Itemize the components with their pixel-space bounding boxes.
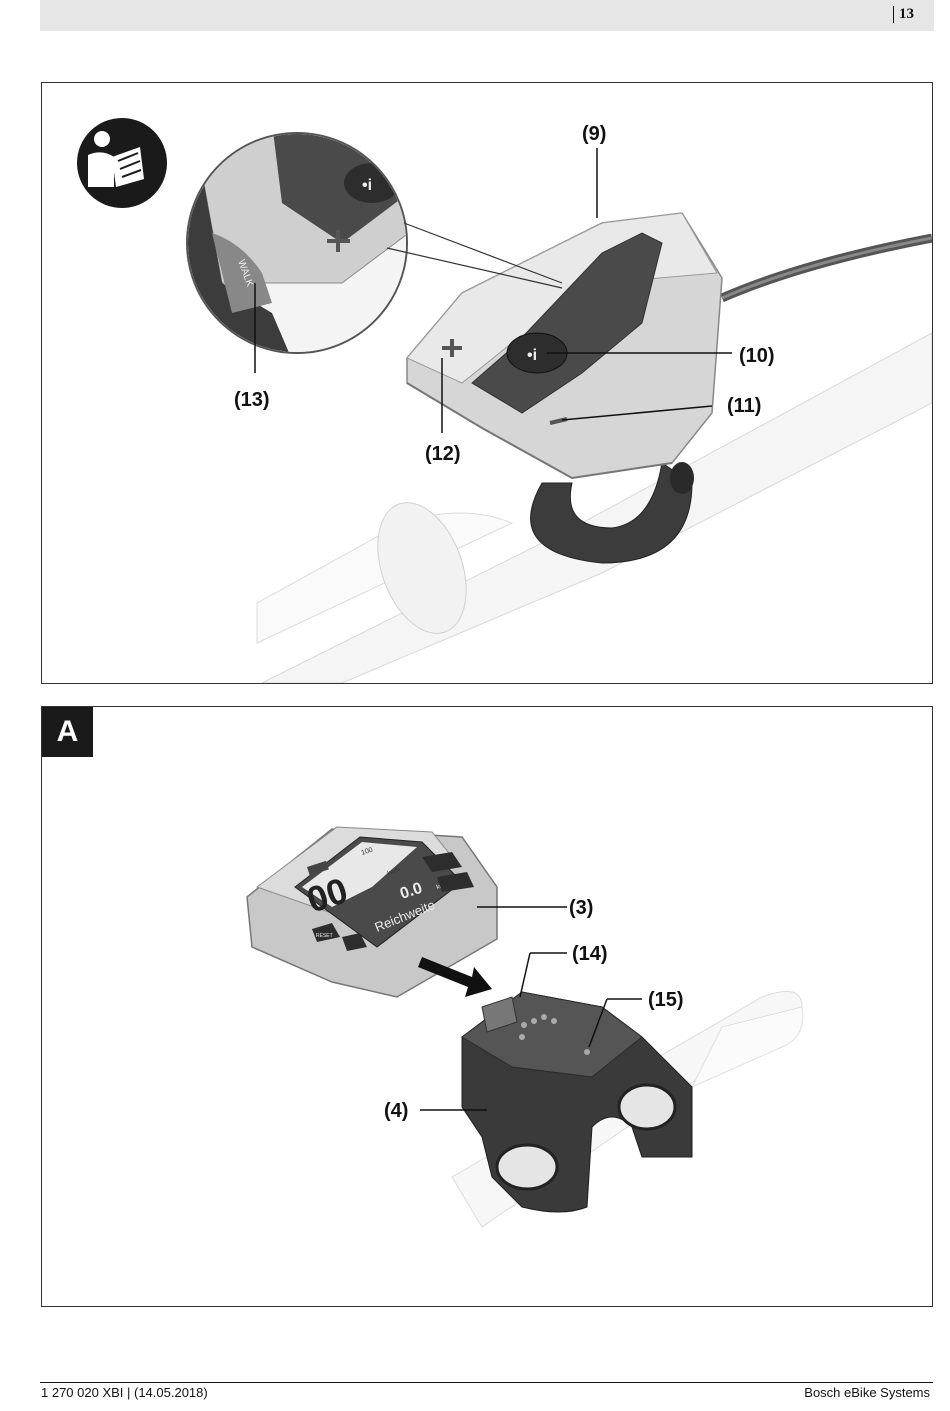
callout-4: (4): [384, 1100, 409, 1122]
footer-document-id: 1 270 020 XBI | (14.05.2018): [41, 1385, 208, 1400]
callout-3: (3): [569, 897, 594, 919]
figure-control-unit: •i •i WALK: [41, 82, 933, 684]
callout-12: (12): [425, 443, 461, 465]
section-letter: A: [42, 707, 93, 757]
callout-11: (11): [727, 395, 762, 417]
footer-brand: Bosch eBike Systems: [804, 1385, 930, 1400]
display-level-box: 100: [360, 847, 373, 857]
callout-10: (10): [739, 345, 775, 367]
svg-text:•i: •i: [362, 177, 372, 194]
figure-a-display-mount: A 00 0.0 km/h km Reichweite 100 RESET: [41, 706, 933, 1307]
header-bar: 13: [40, 0, 934, 31]
callout-14: (14): [572, 943, 608, 965]
display-mount-illustration: 00 0.0 km/h km Reichweite 100 RESET: [246, 826, 804, 1228]
footer-divider: [40, 1382, 933, 1383]
svg-text:•i: •i: [527, 347, 537, 364]
page-number: 13: [893, 6, 914, 23]
control-unit-illustration: •i •i WALK: [77, 118, 932, 683]
display-small-digits: 0.0: [398, 880, 425, 903]
callout-15: (15): [648, 989, 684, 1011]
callout-9: (9): [582, 123, 607, 145]
callout-13: (13): [234, 389, 270, 411]
display-reset-label: RESET: [316, 933, 333, 939]
display-unit-top: km/h: [387, 867, 401, 877]
